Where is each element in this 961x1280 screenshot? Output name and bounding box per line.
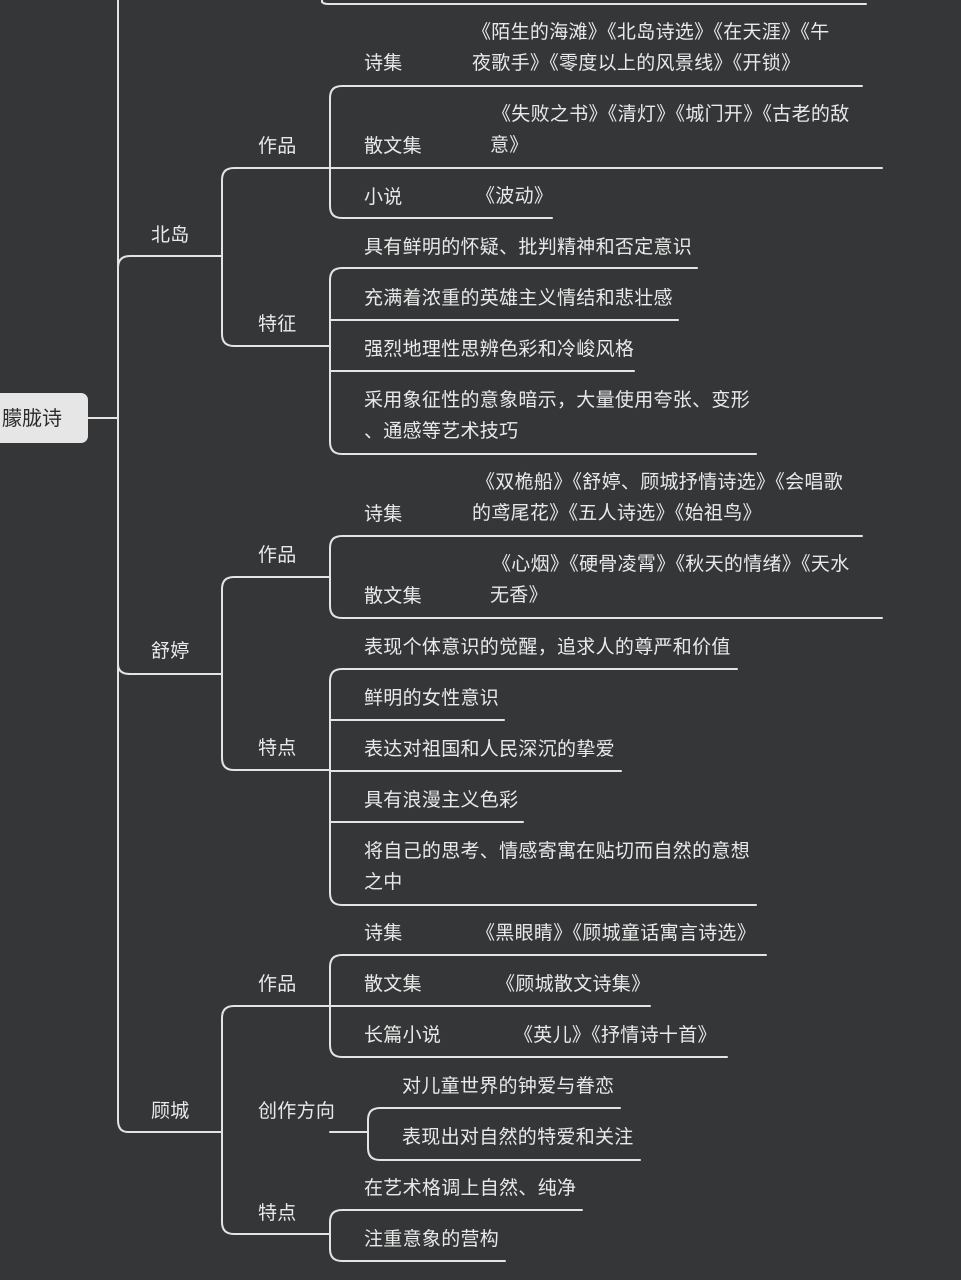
leaf-node[interactable]: 充满着浓重的英雄主义情结和悲壮感 — [364, 287, 673, 309]
item-detail: 《黑眼睛》《顾城童话寓言诗选》 — [476, 922, 757, 944]
leaf-node[interactable]: 采用象征性的意象暗示，大量使用夸张、变形 — [364, 389, 751, 411]
item-detail: 《英儿》《抒情诗十首》 — [514, 1024, 717, 1046]
item-detail: 《顾城散文诗集》 — [496, 973, 651, 995]
item-detail: 《波动》 — [476, 185, 554, 207]
group-node-features[interactable]: 特点 — [258, 1202, 297, 1224]
item-label[interactable]: 散文集 — [364, 973, 422, 995]
leaf-node[interactable]: 强烈地理性思辨色彩和冷峻风格 — [364, 338, 635, 360]
group-node-works[interactable]: 作品 — [258, 973, 297, 995]
poet-node-gucheng[interactable]: 顾城 — [151, 1100, 190, 1122]
item-detail: 意》 — [490, 134, 529, 156]
item-detail: 的鸢尾花》《五人诗选》《始祖鸟》 — [472, 502, 762, 524]
leaf-node[interactable]: 将自己的思考、情感寄寓在贴切而自然的意想 — [364, 840, 751, 862]
group-node-works[interactable]: 作品 — [258, 544, 297, 566]
item-label[interactable]: 长篇小说 — [364, 1024, 442, 1046]
leaf-node[interactable]: 注重意象的营构 — [364, 1228, 500, 1250]
leaf-node[interactable]: 、通感等艺术技巧 — [364, 420, 519, 442]
leaf-node[interactable]: 鲜明的女性意识 — [364, 687, 500, 709]
item-label[interactable]: 诗集 — [364, 503, 403, 525]
root-node[interactable]: 朦胧诗 — [0, 393, 88, 443]
item-detail: 《陌生的海滩》《北岛诗选》《在天涯》《午 — [472, 21, 830, 43]
item-label[interactable]: 诗集 — [364, 52, 403, 74]
leaf-node[interactable]: 具有浪漫主义色彩 — [364, 789, 519, 811]
item-label[interactable]: 诗集 — [364, 922, 403, 944]
leaf-node[interactable]: 表现出对自然的特爱和关注 — [402, 1126, 634, 1148]
item-label[interactable]: 散文集 — [364, 135, 422, 157]
group-node-works[interactable]: 作品 — [258, 135, 297, 157]
group-node-creative-direction[interactable]: 创作方向 — [258, 1100, 336, 1122]
leaf-node[interactable]: 表现个体意识的觉醒，追求人的尊严和价值 — [364, 636, 731, 658]
item-detail: 《双桅船》《舒婷、顾城抒情诗选》《会唱歌 — [476, 471, 844, 493]
group-node-features[interactable]: 特点 — [258, 737, 297, 759]
leaf-node[interactable]: 之中 — [364, 871, 403, 893]
leaf-node[interactable]: 对儿童世界的钟爱与眷恋 — [402, 1075, 615, 1097]
poet-node-beidao[interactable]: 北岛 — [151, 224, 190, 246]
leaf-node[interactable]: 在艺术格调上自然、纯净 — [364, 1177, 577, 1199]
leaf-node[interactable]: 具有鲜明的怀疑、批判精神和否定意识 — [364, 236, 693, 258]
item-detail: 无香》 — [490, 584, 548, 606]
item-label[interactable]: 散文集 — [364, 585, 422, 607]
leaf-node[interactable]: 表达对祖国和人民深沉的挚爱 — [364, 738, 615, 760]
item-label[interactable]: 小说 — [364, 186, 403, 208]
item-detail: 《失败之书》《清灯》《城门开》《古老的敌 — [492, 103, 850, 125]
group-node-features[interactable]: 特征 — [258, 313, 297, 335]
item-detail: 夜歌手》《零度以上的风景线》《开锁》 — [472, 52, 801, 74]
item-detail: 《心烟》《硬骨凌霄》《秋天的情绪》《天水 — [492, 553, 850, 575]
poet-node-shuting[interactable]: 舒婷 — [151, 640, 190, 662]
